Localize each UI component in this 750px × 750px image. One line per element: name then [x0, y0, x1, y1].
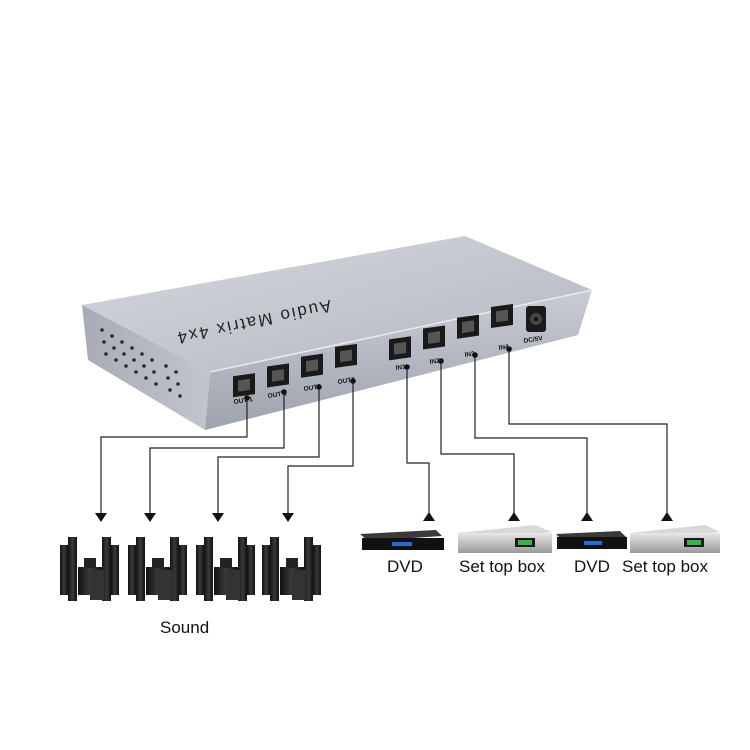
- input-label-2: IN2: [429, 357, 440, 366]
- set-top-box-2: [630, 525, 720, 553]
- output-port-1[interactable]: [233, 373, 255, 398]
- input-label-4: IN4: [498, 343, 509, 352]
- output-port-4[interactable]: [335, 343, 357, 368]
- speaker-set-2: [128, 537, 187, 601]
- output-arrows: [95, 513, 294, 522]
- line-in4: [508, 349, 668, 518]
- source-label-dvd-1: DVD: [387, 557, 423, 576]
- output-label-2: OUT 2: [267, 390, 287, 400]
- source-label-set-top-box-2: Set top box: [622, 557, 709, 576]
- input-port-1[interactable]: [389, 336, 411, 361]
- power-jack[interactable]: [526, 306, 546, 332]
- dvd-player-2: [556, 531, 627, 549]
- input-port-4[interactable]: [491, 303, 513, 328]
- device-left-side: [82, 305, 210, 430]
- sound-label: Sound: [160, 618, 210, 637]
- arrow-down-4: [282, 513, 294, 522]
- line-out4: [287, 381, 354, 515]
- source-label-set-top-box-1: Set top box: [459, 557, 546, 576]
- dvd-player-1: [360, 530, 444, 550]
- line-in2: [440, 361, 515, 518]
- set-top-box-1: [458, 525, 552, 553]
- line-out2: [149, 392, 285, 515]
- arrow-up-2: [508, 512, 520, 521]
- arrow-up-4: [661, 512, 673, 521]
- speaker-set-4: [262, 537, 321, 601]
- line-out1: [100, 398, 248, 515]
- audio-matrix-device: Audio Matrix 4x4 OUT 1 OUT 2 OUT3 OUT4: [82, 236, 593, 430]
- arrow-down-1: [95, 513, 107, 522]
- input-label-1: IN1: [395, 363, 406, 372]
- arrow-up-3: [581, 512, 593, 521]
- input-port-3[interactable]: [457, 314, 479, 339]
- speaker-set-3: [196, 537, 255, 601]
- input-label-3: IN3: [464, 350, 475, 359]
- speaker-set-1: [60, 537, 119, 601]
- source-label-dvd-2: DVD: [574, 557, 610, 576]
- line-in1: [406, 367, 430, 518]
- line-in3: [474, 355, 588, 518]
- power-label: DC/5V: [523, 335, 544, 345]
- device-top-surface: [82, 236, 592, 372]
- line-out3: [217, 387, 320, 515]
- connection-lines: [100, 349, 668, 518]
- arrow-up-1: [423, 512, 435, 521]
- output-label-4: OUT4: [337, 376, 356, 386]
- port-dots: [244, 346, 512, 401]
- device-vent-holes: [100, 328, 182, 398]
- input-port-2[interactable]: [423, 325, 445, 350]
- output-label-1: OUT 1: [233, 396, 253, 406]
- output-label-3: OUT3: [303, 383, 322, 393]
- input-arrows: [423, 512, 673, 521]
- arrow-down-2: [144, 513, 156, 522]
- arrow-down-3: [212, 513, 224, 522]
- output-port-2[interactable]: [267, 363, 289, 388]
- output-port-3[interactable]: [301, 353, 323, 378]
